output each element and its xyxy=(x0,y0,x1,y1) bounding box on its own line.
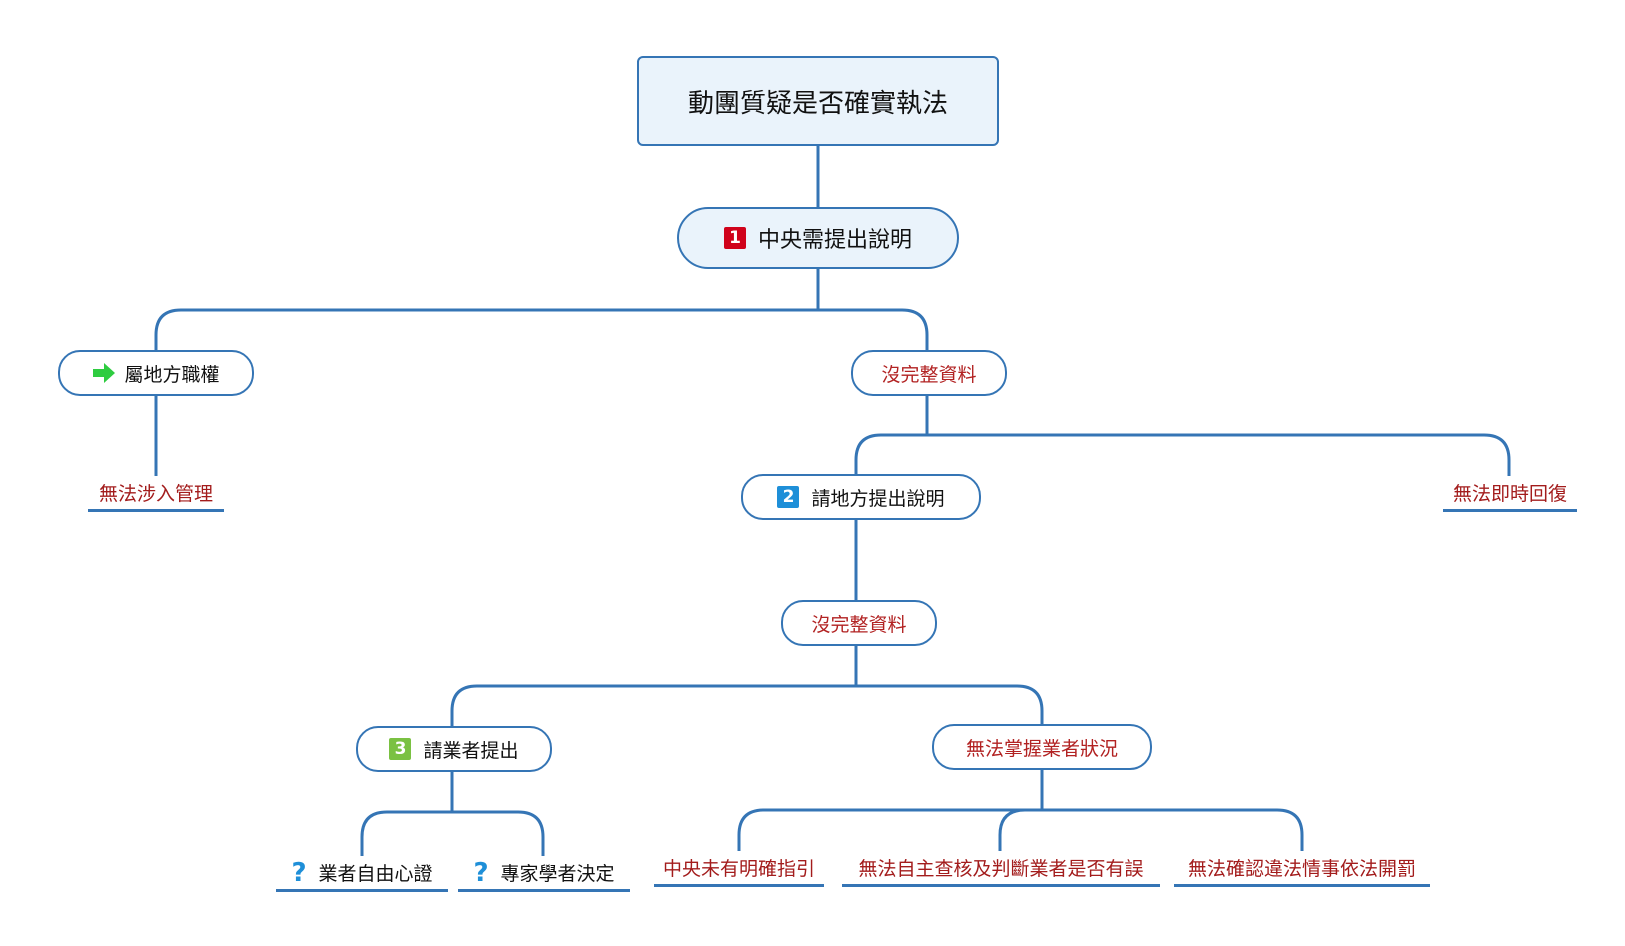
number-3-badge-icon: 3 xyxy=(389,738,412,760)
step1-node[interactable]: 1 中央需提出說明 xyxy=(677,207,959,269)
incomplete-data-node-1[interactable]: 沒完整資料 xyxy=(851,350,1007,396)
leaf-no-central-guidance-label: 中央未有明確指引 xyxy=(662,858,815,880)
step2-label: 請地方提出說明 xyxy=(811,487,945,510)
incomplete-data-label-2: 沒完整資料 xyxy=(811,613,907,636)
number-1-badge-icon: 1 xyxy=(723,227,746,249)
root-topic[interactable]: 動團質疑是否確實執法 xyxy=(637,56,999,146)
question-icon: ? xyxy=(473,857,489,888)
leaf-operator-discretion-label: 業者自由心證 xyxy=(318,863,433,885)
leaf-cannot-reply-label: 無法即時回復 xyxy=(1452,483,1567,505)
leaf-cannot-intervene-label: 無法涉入管理 xyxy=(98,483,213,505)
leaf-cannot-intervene[interactable]: 無法涉入管理 xyxy=(88,476,224,512)
leaf-operator-discretion[interactable]: ? 業者自由心證 xyxy=(276,856,448,892)
unknown-status-label: 無法掌握業者狀況 xyxy=(965,737,1118,760)
leaf-cannot-reply[interactable]: 無法即時回復 xyxy=(1443,476,1577,512)
leaf-cannot-confirm-penalty[interactable]: 無法確認違法情事依法開罰 xyxy=(1174,851,1430,887)
step3-node[interactable]: 3 請業者提出 xyxy=(356,726,552,772)
green-arrow-icon xyxy=(92,362,116,384)
step3-label: 請業者提出 xyxy=(423,739,519,762)
local-authority-label: 屬地方職權 xyxy=(124,363,220,386)
unknown-status-node[interactable]: 無法掌握業者狀況 xyxy=(932,724,1152,770)
leaf-expert-decision[interactable]: ? 專家學者決定 xyxy=(458,856,630,892)
leaf-cannot-self-inspect-label: 無法自主查核及判斷業者是否有誤 xyxy=(858,858,1144,880)
leaf-no-central-guidance[interactable]: 中央未有明確指引 xyxy=(654,851,824,887)
leaf-cannot-self-inspect[interactable]: 無法自主查核及判斷業者是否有誤 xyxy=(842,851,1160,887)
leaf-cannot-confirm-penalty-label: 無法確認違法情事依法開罰 xyxy=(1187,858,1416,880)
step2-node[interactable]: 2 請地方提出說明 xyxy=(741,474,981,520)
question-icon: ? xyxy=(291,857,307,888)
incomplete-data-node-2[interactable]: 沒完整資料 xyxy=(781,600,937,646)
root-topic-label: 動團質疑是否確實執法 xyxy=(687,88,948,119)
leaf-expert-decision-label: 專家學者決定 xyxy=(500,863,615,885)
local-authority-node[interactable]: 屬地方職權 xyxy=(58,350,254,396)
incomplete-data-label-1: 沒完整資料 xyxy=(881,363,977,386)
step1-label: 中央需提出說明 xyxy=(757,228,912,253)
number-2-badge-icon: 2 xyxy=(777,486,800,508)
